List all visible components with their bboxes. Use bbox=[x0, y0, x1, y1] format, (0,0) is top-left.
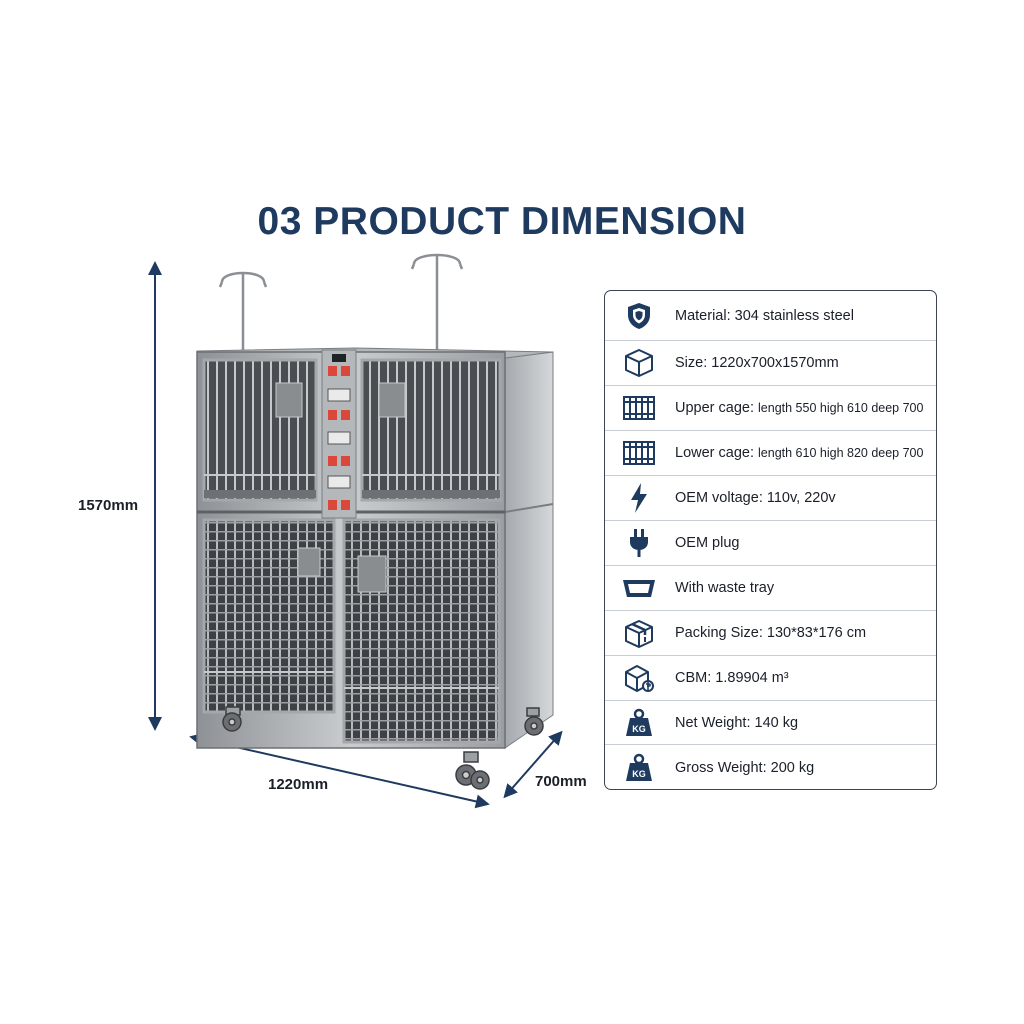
spec-label: Lower cage: bbox=[675, 445, 754, 461]
spec-label: OEM plug bbox=[675, 535, 740, 551]
package-icon bbox=[615, 611, 663, 655]
spec-value: 130*83*176 cm bbox=[766, 625, 867, 641]
height-dimension-label: 1570mm bbox=[78, 497, 139, 514]
tray-icon bbox=[615, 566, 663, 610]
svg-text:KG: KG bbox=[632, 724, 646, 734]
spec-value: 1220x700x1570mm bbox=[711, 355, 839, 371]
spec-row-size: Size: 1220x700x1570mm bbox=[605, 341, 936, 386]
cbm-box-icon bbox=[615, 656, 663, 700]
plug-icon bbox=[615, 521, 663, 565]
spec-label: With waste tray bbox=[675, 580, 775, 596]
weight-kg-icon: KG bbox=[615, 745, 663, 790]
lower-right-door bbox=[342, 518, 501, 744]
depth-arrow bbox=[503, 730, 563, 799]
spec-value: 110v, 220v bbox=[766, 490, 836, 506]
spec-label: Gross Weight: bbox=[675, 759, 767, 776]
spec-label: OEM voltage: bbox=[675, 490, 763, 506]
spec-label: Upper cage: bbox=[675, 400, 754, 416]
cage-side-panel bbox=[504, 351, 554, 749]
spec-panel: Material: 304 stainless steel Size: 1220… bbox=[604, 290, 937, 790]
power-sockets bbox=[327, 366, 351, 510]
spec-row-packing-size: Packing Size: 130*83*176 cm bbox=[605, 611, 936, 656]
spec-value: 140 kg bbox=[754, 714, 799, 731]
spec-label: Packing Size: bbox=[675, 625, 763, 641]
width-arrow bbox=[189, 732, 490, 809]
shield-icon bbox=[615, 291, 663, 340]
spec-value: 1.89904 m³ bbox=[715, 670, 789, 686]
cage-icon bbox=[615, 386, 663, 430]
depth-dimension-label: 700mm bbox=[535, 773, 587, 790]
upper-right-door bbox=[360, 358, 502, 502]
spec-row-upper-cage: Upper cage: length 550 high 610 deep 700 bbox=[605, 386, 936, 431]
box-icon bbox=[615, 341, 663, 385]
spec-row-cbm: CBM: 1.89904 m³ bbox=[605, 656, 936, 701]
spec-value: length 610 high 820 deep 700 bbox=[758, 446, 924, 460]
spec-row-voltage: OEM voltage: 110v, 220v bbox=[605, 476, 936, 521]
spec-row-gross-weight: KG Gross Weight: 200 kg bbox=[605, 745, 936, 790]
width-dimension-label: 1220mm bbox=[268, 776, 329, 793]
spec-label: Size: bbox=[675, 355, 708, 371]
svg-text:KG: KG bbox=[632, 769, 646, 779]
lightning-icon bbox=[615, 476, 663, 520]
page-title: 03 PRODUCT DIMENSION bbox=[257, 200, 747, 243]
caster-wheels bbox=[222, 706, 544, 790]
spec-value: length 550 high 610 deep 700 bbox=[758, 401, 924, 415]
spec-value: 200 kg bbox=[770, 759, 815, 776]
cage-icon bbox=[615, 431, 663, 475]
spec-row-lower-cage: Lower cage: length 610 high 820 deep 700 bbox=[605, 431, 936, 476]
weight-kg-icon: KG bbox=[615, 701, 663, 744]
spec-row-net-weight: KG Net Weight: 140 kg bbox=[605, 701, 936, 745]
spec-label: Net Weight: bbox=[675, 714, 751, 731]
spec-row-material: Material: 304 stainless steel bbox=[605, 291, 936, 341]
spec-row-waste-tray: With waste tray bbox=[605, 566, 936, 611]
spec-row-plug: OEM plug bbox=[605, 521, 936, 566]
spec-value: 304 stainless steel bbox=[734, 307, 854, 324]
spec-label: Material: bbox=[675, 307, 731, 324]
spec-label: CBM: bbox=[675, 670, 712, 686]
upper-left-door bbox=[202, 358, 318, 502]
